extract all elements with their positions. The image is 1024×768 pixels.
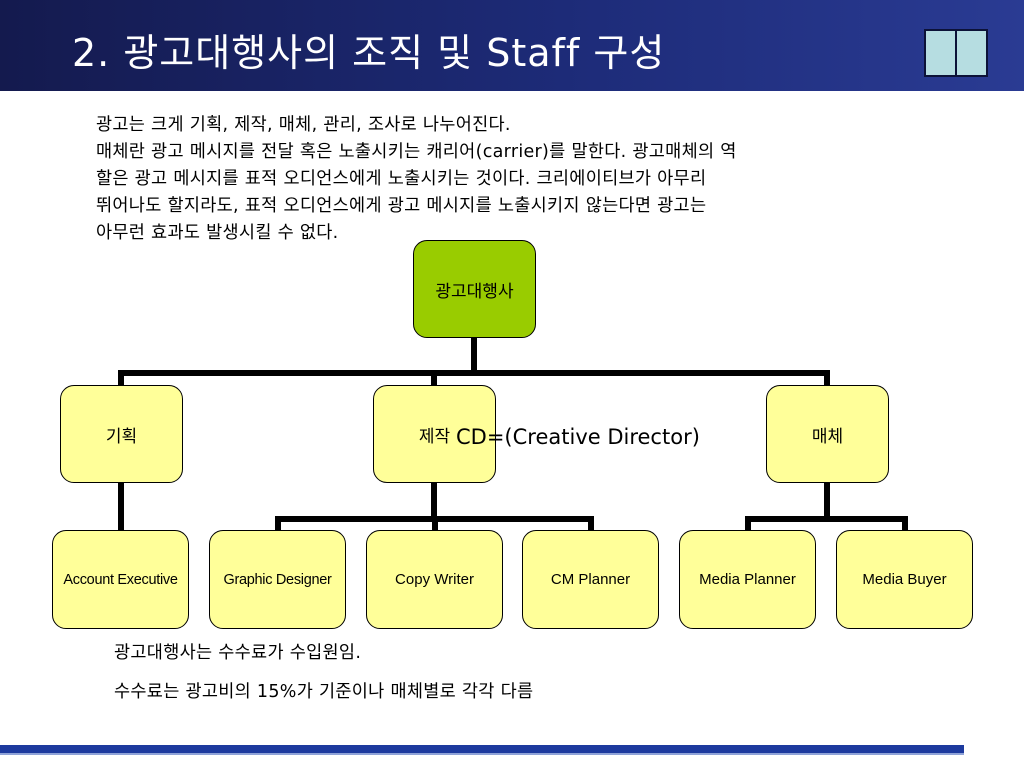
- node-graphic-designer: Graphic Designer: [209, 530, 346, 629]
- node-planning: 기획: [60, 385, 183, 483]
- body-line: 광고는 크게 기획, 제작, 매체, 관리, 조사로 나누어진다.: [96, 115, 511, 135]
- bottom-accent-bar: [0, 745, 964, 753]
- body-line: 아무런 효과도 발생시킬 수 없다.: [96, 223, 339, 243]
- node-media-planner: Media Planner: [679, 530, 816, 629]
- deco-pane-right: [955, 31, 986, 75]
- footnote-commission-rate: 수수료는 광고비의 15%가 기준이나 매체별로 각각 다름: [114, 682, 534, 702]
- body-text: 광고는 크게 기획, 제작, 매체, 관리, 조사로 나누어진다. 매체란 광고…: [96, 112, 966, 247]
- node-account-executive: Account Executive: [52, 530, 189, 629]
- node-media-buyer: Media Buyer: [836, 530, 973, 629]
- bottom-accent-line: [0, 753, 964, 755]
- node-ad-agency: 광고대행사: [413, 240, 536, 338]
- footnote-commission-income: 광고대행사는 수수료가 수입원임.: [114, 643, 362, 663]
- creative-director-annotation: CD=(Creative Director): [456, 425, 700, 449]
- body-line: 뛰어나도 할지라도, 표적 오디언스에게 광고 메시지를 노출시키지 않는다면 …: [96, 196, 707, 216]
- body-line: 할은 광고 메시지를 표적 오디언스에게 노출시키는 것이다. 크리에이티브가 …: [96, 169, 707, 189]
- node-production: 제작: [373, 385, 496, 483]
- deco-pane-left: [926, 31, 955, 75]
- node-cm-planner: CM Planner: [522, 530, 659, 629]
- slide-header: 2. 광고대행사의 조직 및 Staff 구성: [0, 0, 1024, 91]
- window-pane-decoration: [924, 29, 988, 77]
- node-copy-writer: Copy Writer: [366, 530, 503, 629]
- body-line: 매체란 광고 메시지를 전달 혹은 노출시키는 캐리어(carrier)를 말한…: [96, 142, 737, 162]
- node-media: 매체: [766, 385, 889, 483]
- slide-title: 2. 광고대행사의 조직 및 Staff 구성: [72, 31, 666, 75]
